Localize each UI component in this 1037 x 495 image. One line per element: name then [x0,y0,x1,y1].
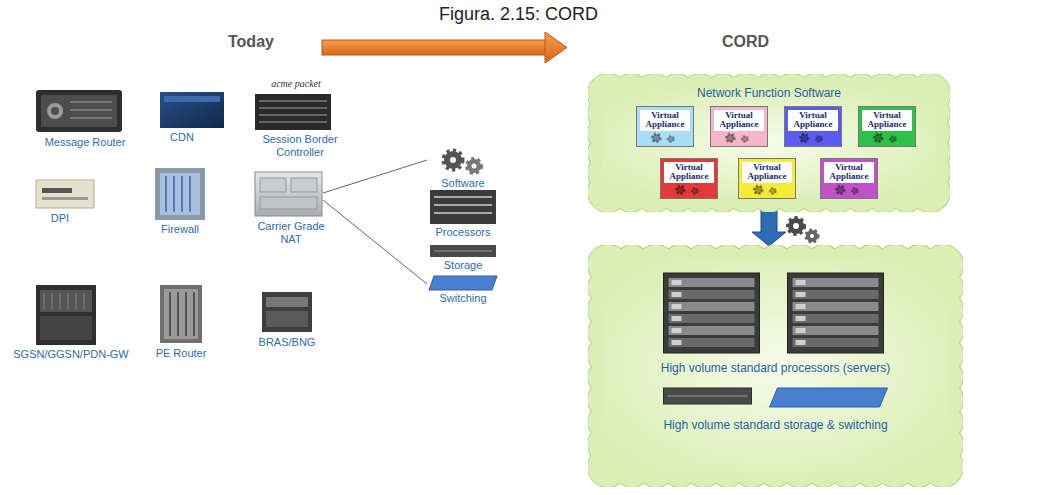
pe-router-device [160,285,202,343]
figure-title: Figura. 2.15: CORD [0,4,1037,25]
component-label: Storage [428,259,498,272]
switch-device [429,276,497,290]
cdn-device [160,92,224,128]
appliance-label: Virtual Appliance [788,110,838,131]
appliance-label: Virtual Appliance [824,162,874,183]
cloud-text: High volume standard processors (servers… [588,361,963,375]
storage-array [664,388,752,404]
sgsn-device [36,285,96,345]
message-router-device [36,90,122,132]
server-rack [788,273,884,353]
device-label: CDN [162,131,202,144]
cloud-region: Network Function SoftwareVirtual Applian… [588,74,950,212]
device-label: Session Border Controller [252,133,348,158]
decomposition-lines [323,160,427,284]
virtual-appliance-box: Virtual Appliance [636,106,694,147]
transition-arrow [322,32,567,63]
cloud-text: Network Function Software [588,86,950,100]
device-label: DPI [45,212,75,225]
network-switch [770,388,888,407]
virtual-appliance-box: Virtual Appliance [858,106,916,147]
virtual-appliance-box: Virtual Appliance [784,106,842,147]
appliance-label: Virtual Appliance [862,110,912,131]
device-label: SGSN/GGSN/PDN-GW [4,348,138,361]
storage-device [430,245,496,257]
software-gears [444,151,481,173]
bras-device [262,292,312,332]
cloud-region: High volume standard processors (servers… [588,245,963,487]
firewall-device [155,168,205,220]
appliance-label: Virtual Appliance [664,162,714,183]
component-label: Processors [428,226,498,239]
flow-arrow [752,208,786,246]
device-label: Message Router [40,136,130,149]
virtual-appliance-box: Virtual Appliance [738,158,796,199]
appliance-label: Virtual Appliance [742,162,792,183]
vendor-logo: acme packet [262,78,330,90]
appliance-label: Virtual Appliance [714,110,764,131]
virtual-appliance-box: Virtual Appliance [660,158,718,199]
dpi-device [36,180,94,208]
component-label: Switching [428,292,498,305]
processors-server [430,190,496,224]
carrier-grade-nat-device [255,172,322,216]
virtual-appliance-box: Virtual Appliance [820,158,878,199]
virtual-appliance-box: Virtual Appliance [710,106,768,147]
cloud-text: High volume standard storage & switching [588,418,963,432]
device-label: Carrier Grade NAT [256,220,326,245]
device-label: PE Router [146,347,216,360]
device-label: BRAS/BNG [252,336,322,349]
column-heading: Today [228,33,298,51]
appliance-label: Virtual Appliance [640,110,690,131]
session-border-controller-device [255,94,331,130]
server-rack [664,273,760,353]
device-label: Firewall [150,223,210,236]
column-heading: CORD [722,33,792,51]
orchestration-gears [788,218,818,242]
component-label: Software [428,177,498,190]
